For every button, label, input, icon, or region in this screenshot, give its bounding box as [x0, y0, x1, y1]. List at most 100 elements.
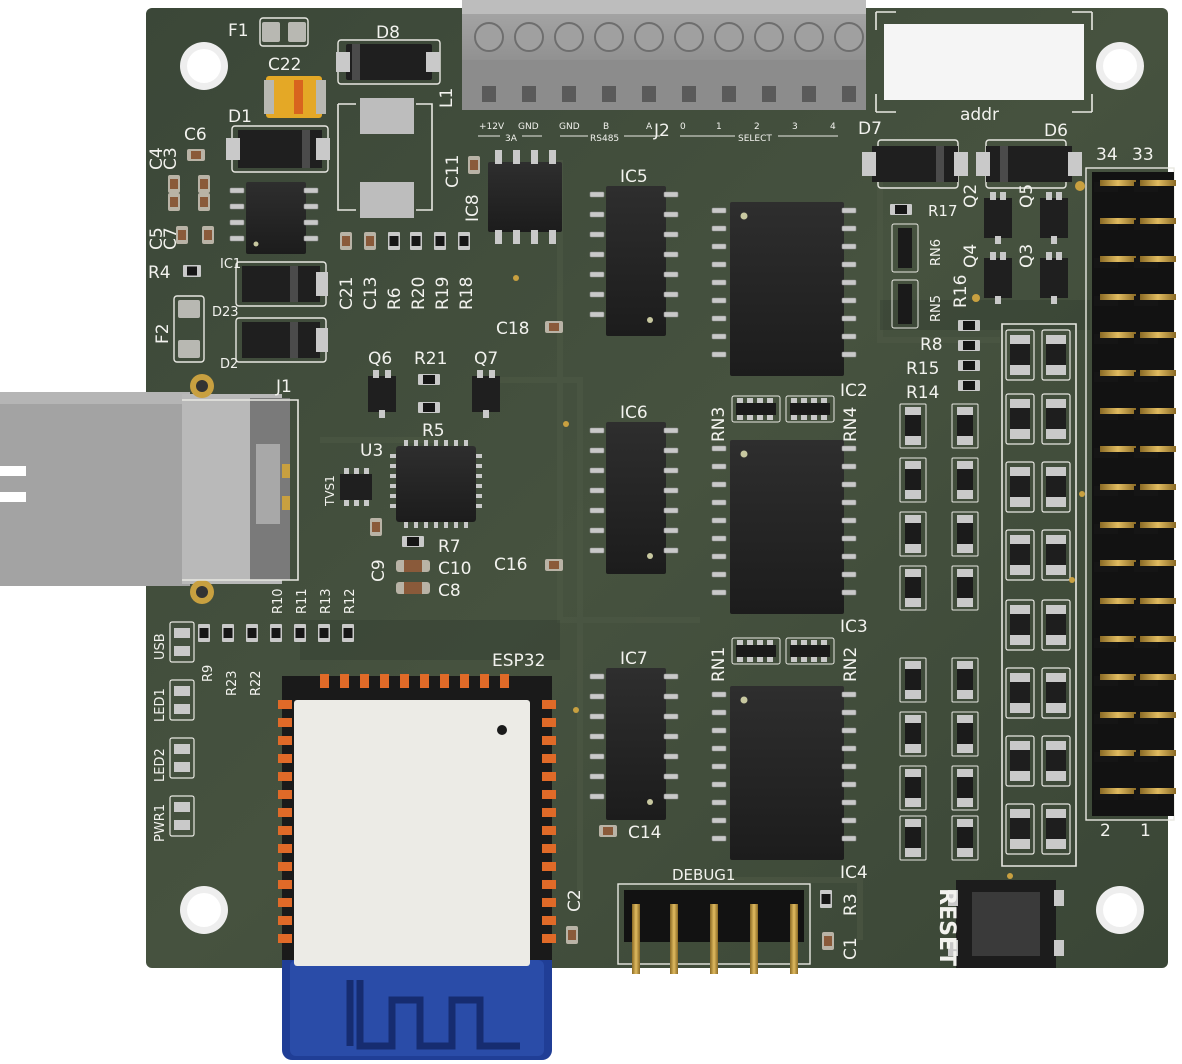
- resistor-network-rn2: [785, 637, 835, 665]
- label-d2: D2: [220, 357, 238, 372]
- diode-d2: [235, 317, 328, 363]
- label-rn2: RN2: [841, 647, 861, 682]
- label-j2: J2: [653, 121, 670, 141]
- diode-d8: [336, 39, 441, 85]
- resistor-network-rn4: [785, 395, 835, 423]
- label-c8: C8: [438, 581, 461, 601]
- vias: [513, 181, 1085, 879]
- label-c3: C3: [161, 147, 181, 170]
- label-c13: C13: [361, 276, 381, 310]
- debug-header: [617, 883, 811, 974]
- label-c10: C10: [438, 559, 472, 579]
- label-reset: RESET: [934, 888, 959, 966]
- label-r6: R6: [385, 287, 405, 310]
- label-f2: F2: [153, 323, 173, 344]
- label-d23: D23: [212, 305, 239, 320]
- label-sel-4: 4: [830, 122, 836, 132]
- label-d6: D6: [1044, 121, 1068, 141]
- label-c22: C22: [268, 55, 302, 75]
- label-r3: R3: [841, 893, 861, 916]
- label-a: A: [646, 122, 653, 132]
- label-ic5: IC5: [620, 167, 648, 187]
- label-r13: R13: [319, 588, 334, 614]
- label-c1: C1: [841, 937, 861, 960]
- label-r11: R11: [295, 588, 310, 614]
- label-c5: C5: [147, 227, 167, 250]
- label-q2: Q2: [961, 184, 981, 208]
- label-rs485: RS485: [590, 134, 619, 144]
- label-select: SELECT: [738, 134, 772, 144]
- label-rn6: RN6: [929, 239, 944, 266]
- label-b: B: [603, 122, 609, 132]
- label-q4: Q4: [961, 244, 981, 268]
- ic8: [488, 150, 562, 244]
- label-u3: U3: [360, 441, 383, 461]
- diode-d6: [976, 139, 1082, 189]
- fuse-f2: [173, 295, 205, 363]
- label-rn3: RN3: [709, 407, 729, 442]
- label-q6: Q6: [368, 349, 392, 369]
- label-c6: C6: [184, 125, 207, 145]
- label-sel-3: 3: [792, 122, 798, 132]
- label-r10: R10: [271, 588, 286, 614]
- addr-box: [875, 11, 1093, 113]
- transistors-right: [984, 192, 1068, 304]
- label-r21: R21: [414, 349, 447, 369]
- label-r7: R7: [438, 537, 461, 557]
- label-rn1: RN1: [709, 647, 729, 682]
- esp32-module: [278, 674, 556, 1060]
- label-sel-2: 2: [754, 122, 760, 132]
- label-d8: D8: [376, 23, 400, 43]
- terminal-block-j2: [462, 0, 866, 110]
- label-r12: R12: [343, 588, 358, 614]
- diode-d23: [235, 261, 328, 307]
- label-d7: D7: [858, 119, 882, 139]
- label-sel-1: 1: [716, 122, 722, 132]
- reset-button[interactable]: [948, 880, 1064, 968]
- label-hdr-33: 33: [1132, 145, 1154, 165]
- label-r4: R4: [148, 263, 171, 283]
- label-c16: C16: [494, 555, 528, 575]
- resistor-network-rn1: [731, 637, 781, 665]
- label-hdr-2: 2: [1100, 821, 1111, 841]
- label-12v: +12V: [479, 122, 505, 132]
- label-r9: R9: [201, 665, 216, 682]
- label-c18: C18: [496, 319, 530, 339]
- connector-j1: [0, 374, 299, 604]
- label-q7: Q7: [474, 349, 498, 369]
- label-c9: C9: [369, 559, 389, 582]
- label-ic3: IC3: [840, 617, 868, 637]
- label-c2: C2: [565, 889, 585, 912]
- label-sel-0: 0: [680, 122, 686, 132]
- smd-array: [1001, 323, 1077, 867]
- label-ic7: IC7: [620, 649, 648, 669]
- ic7: [589, 668, 679, 820]
- ic5: [589, 186, 679, 336]
- capacitor-c22: [264, 76, 326, 118]
- label-q3: Q3: [1017, 244, 1037, 268]
- resistor-network-rn3: [731, 395, 781, 423]
- label-r5: R5: [422, 421, 445, 441]
- label-ic6: IC6: [620, 403, 648, 423]
- label-hdr-1: 1: [1140, 821, 1151, 841]
- label-c7: C7: [161, 227, 181, 250]
- label-r19: R19: [433, 277, 453, 310]
- label-ic4: IC4: [840, 863, 868, 883]
- label-j1: J1: [275, 377, 292, 397]
- label-c4: C4: [147, 147, 167, 170]
- label-r18: R18: [457, 277, 477, 310]
- label-ic1: IC1: [220, 257, 241, 272]
- tvs1: [340, 468, 372, 506]
- label-f1: F1: [228, 21, 249, 41]
- fuse-f1: [259, 17, 309, 47]
- label-q5: Q5: [1017, 184, 1037, 208]
- label-tvs1: TVS1: [323, 475, 337, 507]
- header-34-pin: [1085, 167, 1176, 821]
- label-ic2: IC2: [840, 381, 868, 401]
- label-usb: USB: [153, 633, 168, 660]
- label-r16: R16: [951, 275, 971, 308]
- resistor-network-rn5: [891, 279, 919, 329]
- label-c11: C11: [443, 154, 463, 188]
- label-debug1: DEBUG1: [672, 866, 735, 884]
